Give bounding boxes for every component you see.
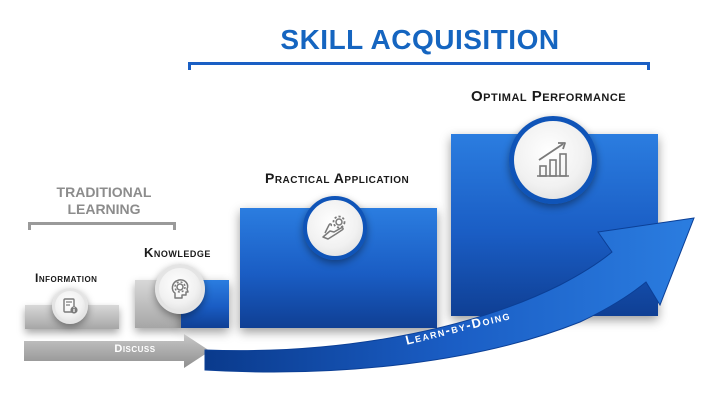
traditional-learning-line2: LEARNING bbox=[67, 201, 141, 217]
traditional-learning-bracket bbox=[28, 222, 176, 230]
knowledge-icon-circle bbox=[155, 264, 205, 314]
practical-application-icon-circle bbox=[303, 196, 367, 260]
traditional-learning-title: TRADITIONAL LEARNING bbox=[30, 184, 178, 218]
discuss-arrow-label: Discuss bbox=[114, 343, 156, 355]
traditional-learning-line1: TRADITIONAL bbox=[56, 184, 152, 200]
head-gear-icon bbox=[171, 279, 189, 299]
skill-acquisition-bracket bbox=[188, 62, 650, 70]
discuss-arrow bbox=[24, 334, 210, 368]
optimal-performance-label: Optimal Performance bbox=[471, 88, 627, 105]
knowledge-label: Knowledge bbox=[144, 245, 211, 260]
bar-chart-arrow-icon bbox=[537, 142, 569, 177]
document-info-icon bbox=[63, 298, 78, 314]
optimal-performance-icon-circle bbox=[509, 116, 597, 204]
information-icon-circle bbox=[52, 288, 88, 324]
skill-acquisition-title: SKILL ACQUISITION bbox=[280, 24, 560, 55]
information-label: Information bbox=[35, 271, 98, 285]
practical-application-label: Practical Application bbox=[265, 170, 410, 186]
hand-gear-icon bbox=[322, 215, 346, 240]
